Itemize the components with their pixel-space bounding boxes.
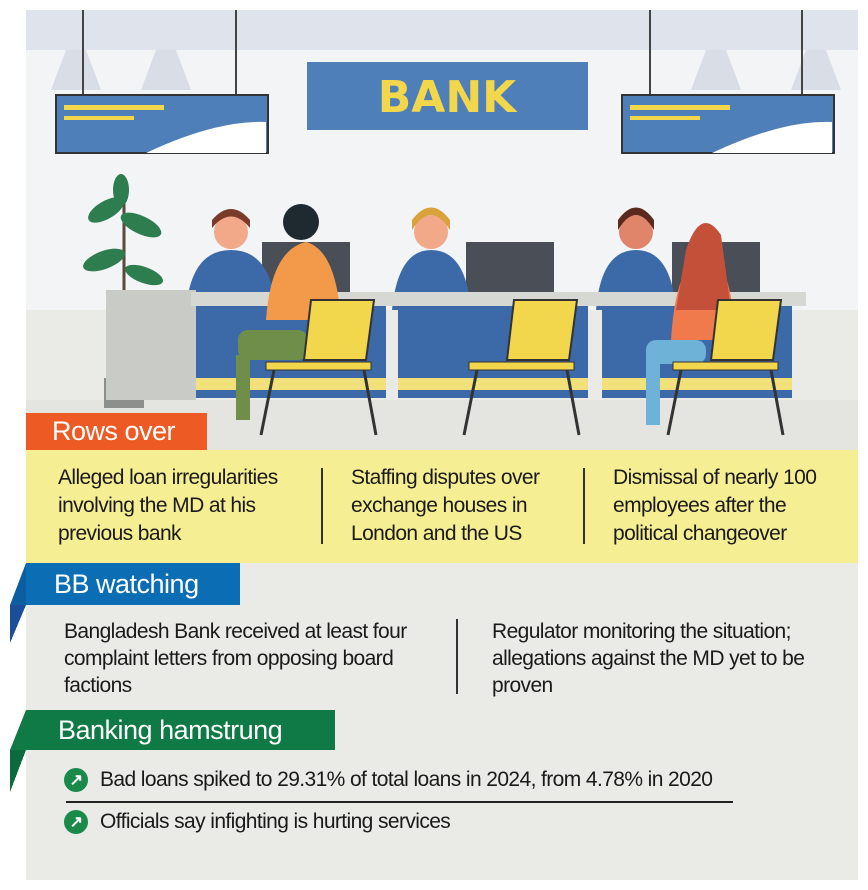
hanging-sign-left (55, 94, 269, 154)
divider (66, 801, 733, 803)
rows-over-heading: Rows over (26, 413, 207, 450)
ribbon-fold (10, 710, 26, 750)
banking-hamstrung-heading: Banking hamstrung (26, 710, 335, 750)
bb-watching-heading: BB watching (26, 563, 240, 605)
ceiling (26, 10, 858, 50)
plant (83, 174, 163, 286)
divider (456, 619, 458, 694)
chair (462, 299, 581, 436)
hanging-sign-right (621, 94, 835, 154)
ribbon-fold (10, 563, 26, 605)
bank-sign-text: BANK (378, 72, 518, 123)
monitor (466, 242, 554, 297)
counter-side (106, 290, 196, 400)
hamstrung-item: Bad loans spiked to 29.31% of total loan… (100, 768, 713, 791)
chair (666, 299, 785, 436)
bb-watching-item: Regulator monitoring the situation; alle… (492, 620, 805, 697)
arrow-up-right-icon: ↗ (64, 810, 88, 834)
bank-counter-illustration: BANK (26, 10, 858, 450)
hamstrung-bullet: ↗ Bad loans spiked to 29.31% of total lo… (64, 768, 713, 792)
chair (259, 299, 378, 436)
arrow-up-right-icon: ↗ (64, 768, 88, 792)
ceiling-lights (51, 50, 841, 90)
ribbon-fold (10, 605, 26, 643)
divider (321, 468, 323, 544)
ribbon-fold (10, 750, 26, 792)
rows-over-item: Staffing disputes over exchange houses i… (351, 466, 540, 545)
hamstrung-bullet: ↗ Officials say infighting is hurting se… (64, 810, 451, 834)
divider (583, 468, 585, 544)
rows-over-band (26, 450, 858, 563)
rows-over-item: Alleged loan irregularities involving th… (58, 466, 278, 545)
hamstrung-item: Officials say infighting is hurting serv… (100, 810, 451, 833)
rows-over-item: Dismissal of nearly 100 employees after … (613, 466, 817, 545)
bb-watching-item: Bangladesh Bank received at least four c… (64, 620, 407, 697)
bank-sign (307, 62, 588, 130)
